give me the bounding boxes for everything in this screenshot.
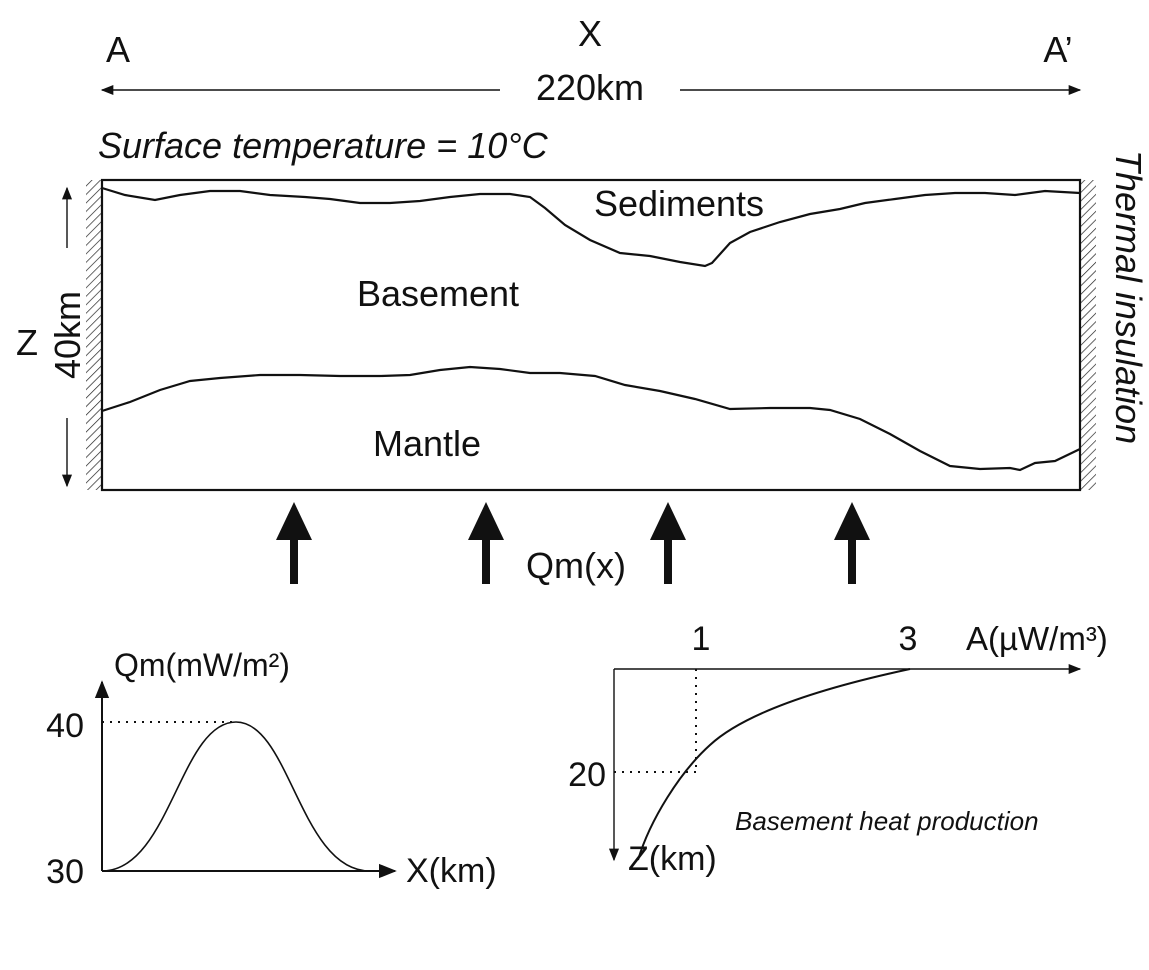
heat-y-tick: 20 — [568, 756, 606, 794]
flux-arrow — [650, 502, 686, 584]
depth-label: 40km — [47, 291, 88, 379]
width-label: 220km — [536, 67, 644, 108]
flux-y-min-tick: 30 — [46, 853, 84, 891]
flux-arrow — [834, 502, 870, 584]
flux-arrow — [468, 502, 504, 584]
right-insulation-hatch — [1080, 180, 1096, 490]
surface-temperature-label: Surface temperature = 10°C — [98, 125, 549, 166]
heat-production-plot: 1 3 A(µW/m³) 20 Z(km) Basement heat prod… — [568, 620, 1108, 878]
sediments-label: Sediments — [594, 183, 764, 224]
sediment-basement-boundary — [101, 186, 1081, 268]
flux-y-label: Qm(mW/m²) — [114, 647, 290, 683]
cross-section-box — [100, 178, 1082, 492]
heat-y-label: Z(km) — [628, 840, 717, 878]
heat-x-label: A(µW/m³) — [966, 620, 1108, 657]
x-axis-label: X — [578, 13, 602, 54]
flux-gaussian-curve — [101, 721, 371, 872]
left-insulation-hatch — [86, 180, 102, 490]
heat-x-tick-3: 3 — [899, 620, 918, 658]
basement-label: Basement — [357, 273, 519, 314]
basal-flux-label: Qm(x) — [526, 545, 626, 586]
heat-production-caption: Basement heat production — [735, 806, 1039, 836]
basal-flux-arrows — [276, 502, 870, 584]
flux-y-max-tick: 40 — [46, 707, 84, 745]
section-end-label: A’ — [1043, 29, 1072, 70]
heat-x-tick-1: 1 — [692, 620, 711, 658]
flux-profile-plot: 40 30 Qm(mW/m²) X(km) — [46, 647, 496, 891]
mantle-label: Mantle — [373, 423, 481, 464]
flux-arrow — [276, 502, 312, 584]
heat-production-curve — [637, 668, 911, 861]
flux-x-label: X(km) — [406, 852, 497, 890]
section-start-label: A — [106, 29, 130, 70]
basement-mantle-boundary — [101, 365, 1081, 472]
depth-axis-label: Z — [16, 322, 38, 363]
thermal-insulation-label: Thermal insulation — [1108, 150, 1149, 444]
